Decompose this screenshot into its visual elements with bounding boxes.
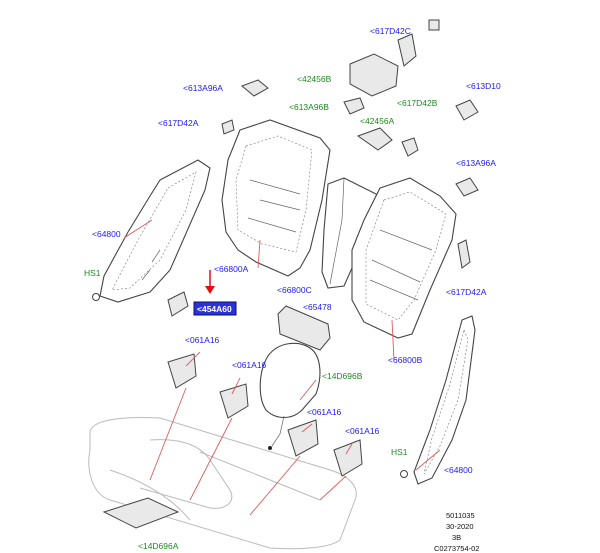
seat-cushion-ghost xyxy=(88,417,357,550)
seatback-board-b xyxy=(259,342,321,450)
seatback-frame-left xyxy=(221,119,331,277)
meta-line-1: 5011035 xyxy=(446,511,475,520)
side-bolster-left xyxy=(99,159,211,303)
callout-c18[interactable]: <061A16 xyxy=(232,360,267,370)
callout-c21[interactable]: <061A16 xyxy=(345,426,380,436)
side-bolster-right xyxy=(413,315,476,485)
meta-line-3: 3B xyxy=(452,533,461,542)
highlighted-part-label: <454A60 xyxy=(197,304,232,314)
guide-arrow xyxy=(205,270,215,294)
meta-line-2: 30-2020 xyxy=(446,522,474,531)
callout-c5[interactable]: <613A96B xyxy=(289,102,329,112)
callout-c15[interactable]: <65478 xyxy=(303,302,332,312)
leader-lines xyxy=(123,219,441,516)
armrest-tray xyxy=(277,305,331,351)
small-parts xyxy=(92,19,479,529)
callout-c14[interactable]: <617D42A xyxy=(446,287,487,297)
callout-labels: <617D42C <42456B <613D10 <613A96A <613A96B <6… xyxy=(84,26,501,551)
callout-c9[interactable]: <613A96A xyxy=(456,158,496,168)
callout-c4[interactable]: <613A96A xyxy=(183,83,223,93)
callout-c20[interactable]: <061A16 xyxy=(307,407,342,417)
highlighted-part[interactable]: <454A60 xyxy=(193,301,237,316)
callout-c12[interactable]: HS1 xyxy=(84,268,101,278)
callout-c11[interactable]: <66800A xyxy=(214,264,249,274)
seatback-frame-right xyxy=(351,177,457,339)
callout-c16[interactable]: <061A16 xyxy=(185,335,220,345)
callout-c22[interactable]: HS1 xyxy=(391,447,408,457)
callout-c2[interactable]: <42456B xyxy=(297,74,332,84)
callout-c7[interactable]: <42456A xyxy=(360,116,395,126)
callout-c19[interactable]: <14D696B xyxy=(322,371,363,381)
callout-c13[interactable]: <66800C xyxy=(277,285,312,295)
callout-c3[interactable]: <613D10 xyxy=(466,81,501,91)
callout-c6[interactable]: <617D42B xyxy=(397,98,438,108)
callout-c24[interactable]: <14D696A xyxy=(138,541,179,551)
callout-c17[interactable]: <66800B xyxy=(388,355,423,365)
meta-line-4: C0273754-02 xyxy=(434,544,479,553)
center-armrest xyxy=(321,177,381,289)
callout-c10[interactable]: <64800 xyxy=(92,229,121,239)
drawing-meta: 5011035 30-2020 3B C0273754-02 xyxy=(434,511,479,553)
callout-c23[interactable]: <64800 xyxy=(444,465,473,475)
callout-c1[interactable]: <617D42C xyxy=(370,26,411,36)
callout-c8[interactable]: <617D42A xyxy=(158,118,199,128)
